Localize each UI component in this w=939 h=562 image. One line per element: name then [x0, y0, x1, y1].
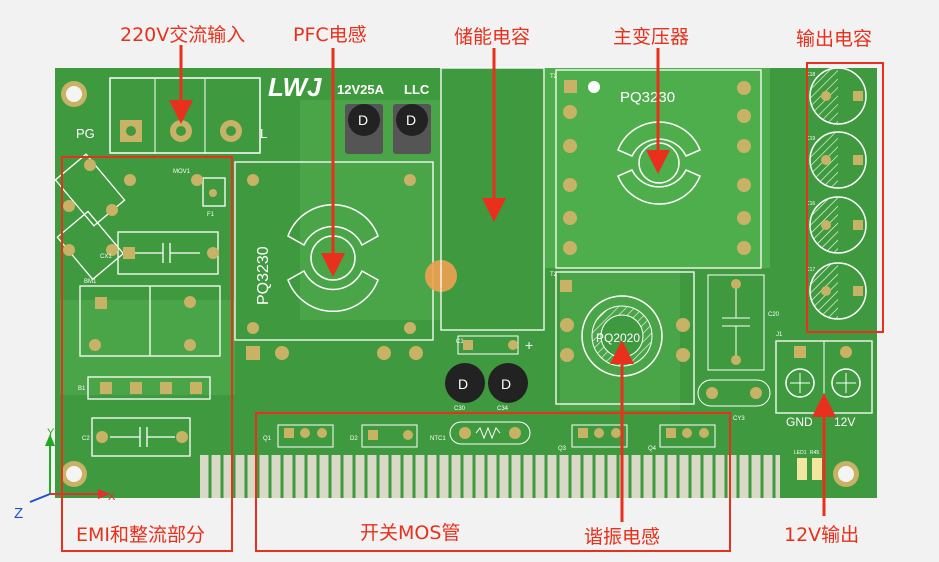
refdes-c1: C1: [456, 339, 464, 345]
model-label: 12V25A: [337, 82, 385, 97]
label-emi-rectifier: EMI和整流部分: [76, 524, 206, 546]
refdes-j1: J1: [776, 332, 783, 338]
refdes-mov1: MOV1: [173, 169, 191, 175]
v12-label: 12V: [834, 415, 855, 429]
refdes-c20: C20: [768, 312, 780, 318]
refdes-t2: T2: [550, 74, 558, 80]
refdes-c17: C17: [806, 267, 815, 273]
refdes-c19: C19: [806, 136, 815, 142]
svg-text:D: D: [458, 376, 468, 392]
label-ac-input: 220V交流输入: [120, 24, 246, 46]
transformer-pins: [563, 80, 751, 255]
refdes-cx1: CX1: [100, 254, 112, 260]
refdes-led1: LED1: [794, 450, 807, 456]
svg-text:D: D: [358, 112, 368, 128]
status-led: [797, 458, 822, 480]
svg-text:D: D: [406, 112, 416, 128]
main-transformer: [555, 69, 762, 269]
resonant-core-label: PQ2020: [596, 331, 640, 345]
transformer-core-label: PQ3230: [620, 89, 675, 106]
label-mos-switches: 开关MOS管: [360, 522, 461, 544]
refdes-d2: D2: [350, 436, 358, 442]
axis-triad: [29, 434, 110, 503]
output-capacitor: [809, 262, 867, 320]
axis-x-label: X: [108, 491, 116, 503]
mosfet-q3: [571, 424, 628, 448]
electrolytic-capacitor: D: [345, 104, 383, 154]
refdes-f1: F1: [207, 212, 215, 218]
label-resonant-inductor: 谐振电感: [584, 526, 661, 548]
label-main-transformer: 主变压器: [613, 26, 690, 48]
misc-pads: [246, 346, 423, 360]
refdes-t2-b: T2: [550, 272, 558, 278]
output-terminal: [775, 340, 873, 414]
mos-region-box: [255, 412, 731, 552]
mosfet-q1: [277, 424, 334, 448]
l-label: L: [260, 126, 267, 141]
refdes-q1: Q1: [263, 436, 272, 442]
output-capacitor: [809, 67, 867, 125]
refdes-cy3: CY3: [733, 416, 745, 422]
label-pfc-inductor: PFC电感: [293, 24, 367, 46]
output-capacitor: [809, 131, 867, 189]
svg-text:D: D: [501, 376, 511, 392]
refdes-q3: Q3: [558, 446, 567, 452]
refdes-r45: R45: [810, 450, 819, 456]
topology-label: LLC: [404, 82, 430, 97]
electrolytic-capacitor: D: [488, 363, 528, 403]
label-output-caps: 输出电容: [796, 28, 873, 50]
refdes-q4: Q4: [648, 446, 657, 452]
capacitor-c20: [707, 274, 765, 371]
c1-pads: +: [457, 335, 533, 355]
refdes-c16: C16: [806, 201, 815, 207]
label-12v-output: 12V输出: [784, 524, 860, 546]
pg-label: PG: [76, 126, 95, 141]
mounting-hole: [61, 461, 87, 487]
refdes-b1: B1: [78, 386, 86, 392]
capacitor-cy3: [697, 379, 771, 407]
gnd-label: GND: [786, 415, 813, 429]
diode-d2: [361, 424, 418, 448]
pfc-core-label: PQ3230: [255, 246, 272, 305]
electrolytic-capacitor: D: [393, 104, 431, 154]
refdes-c2: C2: [82, 436, 90, 442]
ntc-thermistor: [449, 421, 531, 445]
refdes-c34: C34: [497, 406, 509, 412]
mounting-hole: [833, 461, 859, 487]
refdes-c30: C30: [454, 406, 466, 412]
axis-y-label: Y: [47, 427, 55, 439]
callout-arrows: [169, 45, 836, 522]
edge-connector: [200, 455, 780, 498]
refdes-c18: C18: [806, 72, 815, 78]
mosfet-q4: [659, 424, 716, 448]
refdes-bm1: BM1: [84, 279, 97, 285]
output-caps-box: [806, 62, 884, 333]
emi-region-box: [61, 156, 233, 552]
mounting-hole: [61, 81, 87, 107]
axis-z-label: Z: [14, 505, 23, 522]
svg-text:+: +: [525, 337, 533, 353]
brand-logo: LWJ: [268, 72, 322, 102]
label-storage-cap: 储能电容: [454, 26, 531, 48]
output-capacitor: [809, 196, 867, 254]
emi-pads: [63, 159, 219, 443]
ac-input-terminal: [109, 77, 261, 154]
electrolytic-capacitor: D: [445, 363, 485, 403]
copper-pour: [60, 300, 235, 395]
refdes-ntc1: NTC1: [430, 436, 446, 442]
